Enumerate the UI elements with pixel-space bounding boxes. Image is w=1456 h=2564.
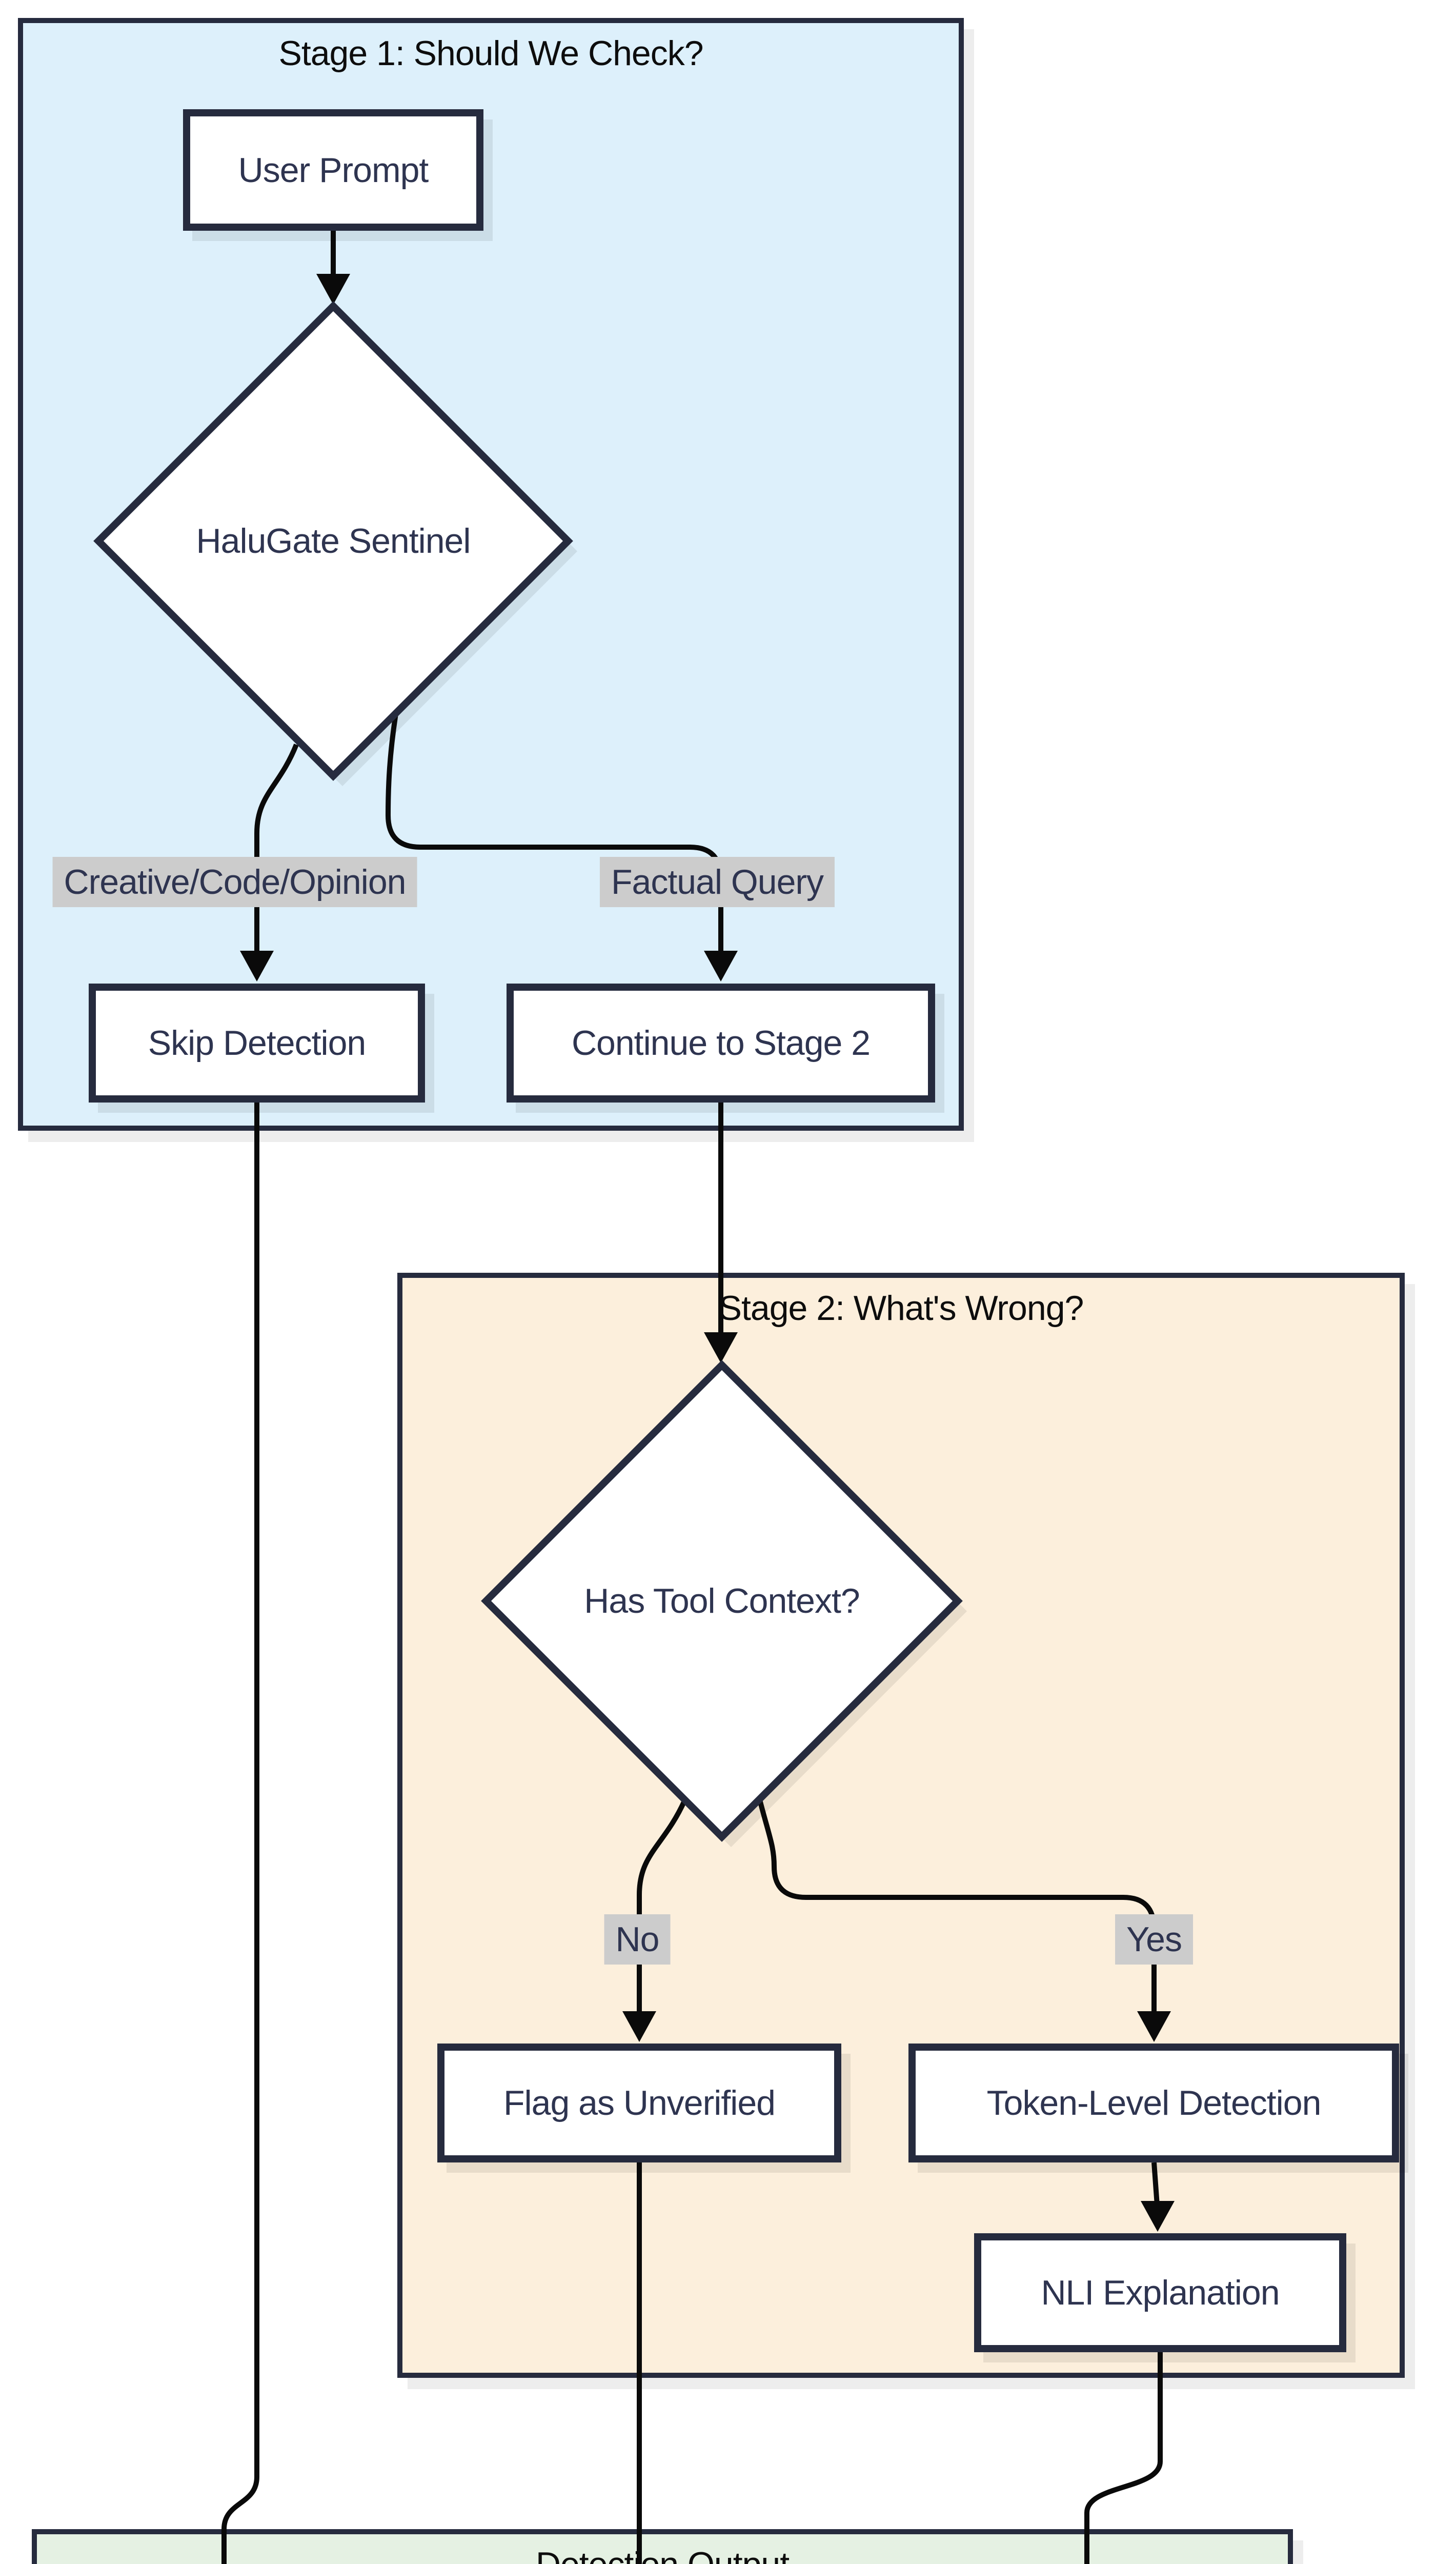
edge-label-creative-code-opinion: Creative/Code/Opinion: [52, 857, 417, 907]
decision-halugate-sentinel: [93, 301, 573, 781]
region-stage2: Stage 2: What's Wrong?: [397, 1273, 1405, 2378]
node-user-prompt-label: User Prompt: [238, 150, 429, 190]
edge-label-no: No: [604, 1914, 671, 1965]
node-flag-as-unverified-label: Flag as Unverified: [503, 2084, 776, 2122]
arrowhead: [1137, 2011, 1171, 2042]
node-nli-explanation-label: NLI Explanation: [1041, 2273, 1280, 2312]
edge-hastool-token: [757, 1799, 1157, 2015]
node-token-level-detection: Token-Level Detection: [908, 2044, 1399, 2162]
edge-sentinel-continue: [386, 713, 723, 955]
region-stage2-title: Stage 2: What's Wrong?: [718, 1289, 1084, 1328]
region-stage1-title: Stage 1: Should We Check?: [278, 34, 703, 73]
arrowhead: [704, 951, 738, 981]
arrowhead: [1141, 2201, 1175, 2232]
edge-label-yes: Yes: [1115, 1914, 1193, 1965]
node-skip-detection: Skip Detection: [89, 984, 425, 1103]
decision-has-tool-context-label: Has Tool Context?: [584, 1581, 860, 1620]
arrowhead: [240, 951, 274, 981]
decision-halugate-sentinel-label: HaluGate Sentinel: [196, 522, 471, 560]
arrowhead: [704, 1332, 738, 1363]
decision-has-tool-context: [481, 1360, 963, 1842]
node-continue-to-stage-2: Continue to Stage 2: [507, 984, 935, 1103]
node-user-prompt: User Prompt: [183, 109, 483, 231]
edge-token-nli: [1151, 2162, 1160, 2206]
edge-skip-passthrough: [221, 1103, 259, 2564]
edge-hastool-flag: [637, 1799, 687, 2015]
edge-label-factual-query: Factual Query: [599, 857, 835, 907]
region-detection-output-title: Detection Output: [37, 2546, 1288, 2564]
node-token-level-detection-label: Token-Level Detection: [986, 2084, 1322, 2122]
edge-sentinel-skip: [254, 744, 299, 955]
arrowhead: [316, 274, 350, 305]
region-detection-output: Detection Output: [32, 2529, 1293, 2564]
node-skip-detection-label: Skip Detection: [148, 1024, 366, 1063]
arrowhead: [622, 2011, 656, 2042]
node-continue-to-stage-2-label: Continue to Stage 2: [571, 1024, 871, 1063]
edge-nli-report: [1084, 2352, 1163, 2564]
node-nli-explanation: NLI Explanation: [974, 2233, 1346, 2352]
node-flag-as-unverified: Flag as Unverified: [437, 2044, 841, 2162]
